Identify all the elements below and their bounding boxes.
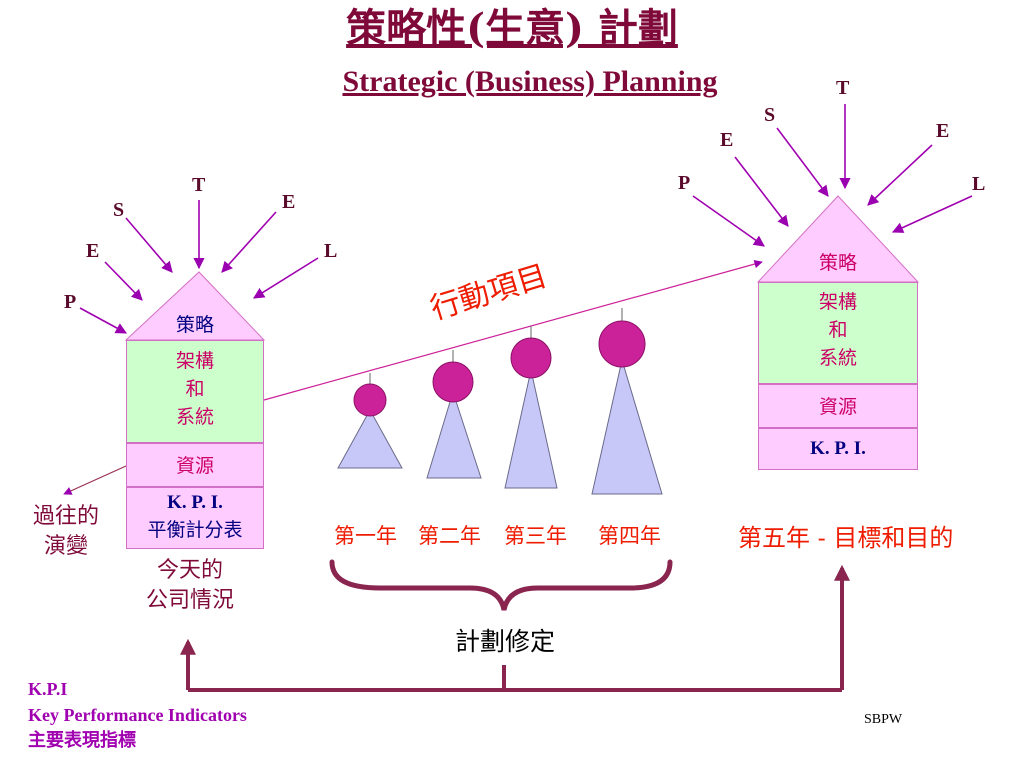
arrow-l-left xyxy=(253,257,319,299)
pestel-p-right: P xyxy=(678,172,691,194)
pestel-e2-right: E xyxy=(936,120,950,142)
arrow-p-left xyxy=(79,307,127,334)
arrow-p-right xyxy=(692,195,765,247)
past-evolution-label: 過往的 演變 xyxy=(32,504,99,559)
kpi-footnote: K.P.I Key Performance Indicators 主要表現指標 xyxy=(28,676,247,754)
title-english: Strategic (Business) Planning xyxy=(342,65,718,98)
past-evolution-arrow xyxy=(63,465,127,495)
left-house-kpi-label: K. P. I. xyxy=(167,492,223,513)
pestel-p-left: P xyxy=(64,291,77,313)
left-house-strategy: 策略 xyxy=(175,314,214,336)
year-5-goal-label: 第五年 - 目標和目的 xyxy=(738,524,954,552)
left-house-kpi: K. P. I. 平衡計分表 xyxy=(126,487,264,549)
sbpw-watermark: SBPW xyxy=(864,712,903,727)
pestel-e-right: E xyxy=(720,129,734,151)
pestel-s-left: S xyxy=(113,199,125,221)
kpi-footnote-chinese: 主要表現指標 xyxy=(28,730,136,751)
arrow-e-right xyxy=(734,156,789,227)
year-cone-3 xyxy=(504,326,558,489)
right-house-kpi: K. P. I. xyxy=(758,428,918,470)
year-label-3: 第三年 xyxy=(504,524,567,548)
right-house-resources: 資源 xyxy=(758,384,918,428)
arrow-e-left xyxy=(104,261,143,301)
pestel-l-right: L xyxy=(972,173,986,195)
pestel-e2-left: E xyxy=(282,191,296,213)
right-house-strategy: 策略 xyxy=(818,252,857,274)
plan-revision-label: 計劃修定 xyxy=(454,627,555,656)
year-label-4: 第四年 xyxy=(598,524,661,548)
years-brace xyxy=(329,559,673,611)
action-items-arrow xyxy=(263,259,763,401)
kpi-footnote-english: Key Performance Indicators xyxy=(28,705,247,725)
arrow-e2-right xyxy=(867,144,933,206)
arrow-s-right xyxy=(776,127,829,197)
kpi-footnote-abbr: K.P.I xyxy=(28,679,68,699)
left-house-balanced-scorecard: 平衡計分表 xyxy=(147,519,243,541)
year-cone-1 xyxy=(337,373,403,469)
year-cone-2 xyxy=(426,350,482,479)
today-company-caption: 今天的 公司情況 xyxy=(145,558,234,613)
pestel-s-right: S xyxy=(764,104,776,126)
year-label-2: 第二年 xyxy=(418,524,481,548)
year-cone-4 xyxy=(591,308,663,495)
pestel-t-right: T xyxy=(836,77,850,99)
pestel-e-left: E xyxy=(86,240,100,262)
right-house-structure: 架構 和 系統 xyxy=(758,282,918,384)
right-pestel-arrows xyxy=(692,104,973,247)
left-house-structure: 架構 和 系統 xyxy=(126,340,264,443)
title-chinese: 策略性(生意) 計劃 xyxy=(346,5,678,52)
left-pestel-arrows xyxy=(79,200,319,334)
pestel-t-left: T xyxy=(192,174,206,196)
left-house-resources: 資源 xyxy=(126,443,264,487)
arrow-e2-left xyxy=(221,211,277,273)
year-label-1: 第一年 xyxy=(334,524,397,548)
pestel-l-left: L xyxy=(324,240,338,262)
arrow-l-right xyxy=(891,195,973,233)
arrow-s-left xyxy=(125,217,173,273)
